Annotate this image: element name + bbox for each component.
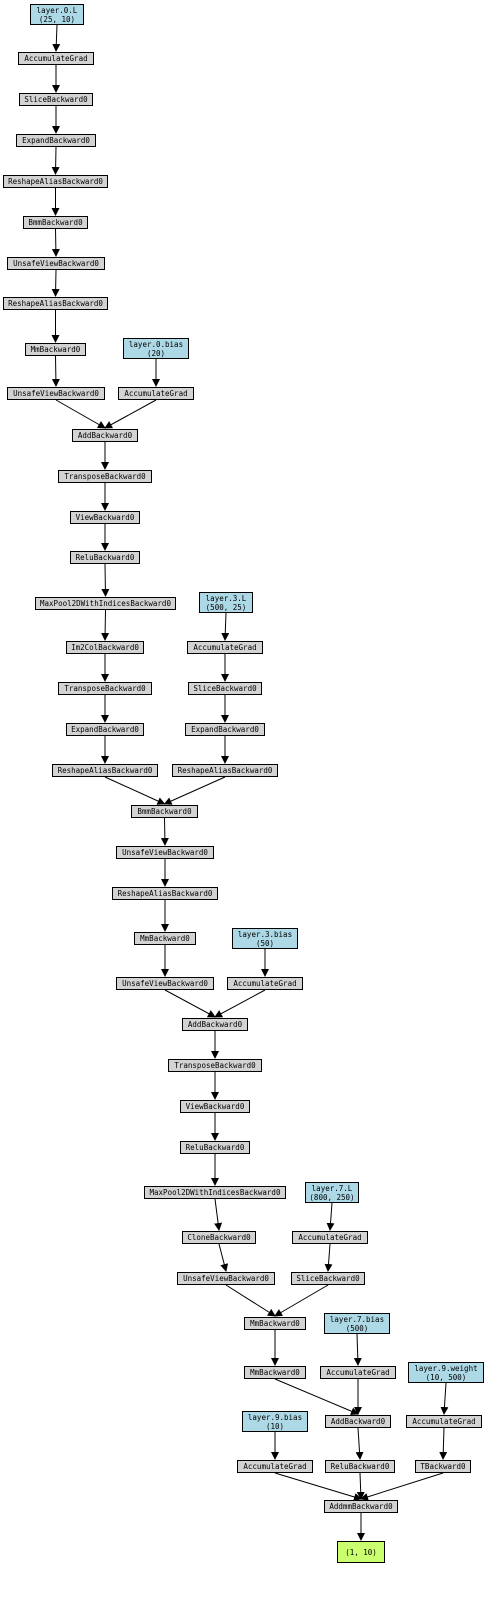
output-node-1-10: (1, 10) <box>337 1541 385 1563</box>
op-node-unsafeviewbackward0: UnsafeViewBackward0 <box>116 977 214 990</box>
edge-n_sl3-to-n_mm3 <box>274 1284 329 1317</box>
op-node-accumulategrad: AccumulateGrad <box>118 387 194 400</box>
edge-n_ag4-to-n_add2 <box>214 989 266 1018</box>
edge-n_ag5-to-n_sl3 <box>324 1243 333 1272</box>
edge-n_mp2-to-n_cl1 <box>214 1198 223 1231</box>
edge-n_bmm1-to-n_uv1 <box>51 228 60 257</box>
edge-n_uv4-to-n_add2 <box>164 989 216 1018</box>
edge-n_l0w-to-n_ag1 <box>52 24 61 52</box>
edge-n_cl1-to-n_uv5 <box>218 1243 229 1272</box>
op-node-transposebackward0: TransposeBackward0 <box>168 1059 262 1072</box>
param-node-layer-3-bias: layer.3.bias (50) <box>232 928 298 949</box>
op-node-addmmbackward0: AddmmBackward0 <box>324 1500 398 1513</box>
edge-n_ag2-to-n_add1 <box>104 399 157 429</box>
op-node-accumulategrad: AccumulateGrad <box>187 641 263 654</box>
op-node-reshapealiasbackward0: ReshapeAliasBackward0 <box>172 764 278 777</box>
op-node-im2colbackward0: Im2ColBackward0 <box>66 641 144 654</box>
edge-n_relu1-to-n_mp1 <box>101 563 110 597</box>
op-node-bmmbackward0: BmmBackward0 <box>131 805 198 818</box>
edge-n_uv1-to-n_ra2 <box>51 269 60 297</box>
op-node-expandbackward0: ExpandBackward0 <box>66 723 144 736</box>
op-node-relubackward0: ReluBackward0 <box>70 551 140 564</box>
edge-n_mm4-to-n_add3 <box>274 1378 359 1415</box>
edge-n_l3w-to-n_ag3 <box>221 612 230 641</box>
op-node-transposebackward0: TransposeBackward0 <box>58 470 152 483</box>
op-node-mmbackward0: MmBackward0 <box>244 1366 306 1379</box>
op-node-bmmbackward0: BmmBackward0 <box>23 216 88 229</box>
edge-n_ex1-to-n_ra1 <box>51 146 60 175</box>
edge-n_ag8-to-n_tb1 <box>439 1427 448 1460</box>
op-node-relubackward0: ReluBackward0 <box>180 1141 250 1154</box>
edge-n_mm1-to-n_uv2 <box>51 355 60 387</box>
edge-n_l7b-to-n_ag6 <box>353 1333 362 1366</box>
op-node-slicebackward0: SliceBackward0 <box>291 1272 365 1285</box>
edge-n_ra3-to-n_bmm2 <box>104 776 166 805</box>
op-node-unsafeviewbackward0: UnsafeViewBackward0 <box>116 846 214 859</box>
op-node-expandbackward0: ExpandBackward0 <box>16 134 96 147</box>
param-node-layer-7-l: layer.7.L (800, 250) <box>305 1182 359 1203</box>
op-node-unsafeviewbackward0: UnsafeViewBackward0 <box>7 387 105 400</box>
op-node-addbackward0: AddBackward0 <box>182 1018 248 1031</box>
edge-n_add3-to-n_relu3 <box>355 1427 364 1460</box>
op-node-expandbackward0: ExpandBackward0 <box>185 723 265 736</box>
edge-n_l7w-to-n_ag5 <box>326 1202 335 1231</box>
param-node-layer-0-bias: layer.0.bias (20) <box>123 338 189 359</box>
op-node-reshapealiasbackward0: ReshapeAliasBackward0 <box>3 297 108 310</box>
op-node-slicebackward0: SliceBackward0 <box>188 682 262 695</box>
edge-n_tb1-to-n_addmm <box>360 1472 444 1501</box>
param-node-layer-3-l: layer.3.L (500, 25) <box>199 592 253 613</box>
op-node-slicebackward0: SliceBackward0 <box>19 93 93 106</box>
op-node-unsafeviewbackward0: UnsafeViewBackward0 <box>7 257 105 270</box>
edge-n_ra4-to-n_bmm2 <box>163 776 226 805</box>
op-node-accumulategrad: AccumulateGrad <box>237 1460 313 1473</box>
op-node-accumulategrad: AccumulateGrad <box>18 52 94 65</box>
op-node-relubackward0: ReluBackward0 <box>325 1460 395 1473</box>
op-node-maxpool2dwithindicesbackward0: MaxPool2DWithIndicesBackward0 <box>35 597 176 610</box>
op-node-reshapealiasbackward0: ReshapeAliasBackward0 <box>112 887 218 900</box>
op-node-unsafeviewbackward0: UnsafeViewBackward0 <box>177 1272 275 1285</box>
op-node-transposebackward0: TransposeBackward0 <box>58 682 152 695</box>
op-node-addbackward0: AddBackward0 <box>72 429 138 442</box>
edge-n_relu3-to-n_addmm <box>356 1472 365 1500</box>
op-node-mmbackward0: MmBackward0 <box>244 1317 306 1330</box>
op-node-viewbackward0: ViewBackward0 <box>70 511 140 524</box>
op-node-accumulategrad: AccumulateGrad <box>227 977 303 990</box>
edge-n_mp1-to-n_im2 <box>101 609 110 641</box>
op-node-accumulategrad: AccumulateGrad <box>292 1231 368 1244</box>
param-node-layer-7-bias: layer.7.bias (500) <box>324 1313 390 1334</box>
edge-n_uv2-to-n_add1 <box>55 399 106 429</box>
op-node-mmbackward0: MmBackward0 <box>25 343 86 356</box>
edge-n_ag7-to-n_addmm <box>274 1472 362 1501</box>
param-node-layer-0-l: layer.0.L (25, 10) <box>30 4 84 25</box>
op-node-mmbackward0: MmBackward0 <box>134 932 196 945</box>
op-node-accumulategrad: AccumulateGrad <box>406 1415 482 1428</box>
param-node-layer-9-weight: layer.9.weight (10, 500) <box>408 1362 484 1383</box>
op-node-tbackward0: TBackward0 <box>415 1460 471 1473</box>
edge-n_bmm2-to-n_uv3 <box>160 817 169 846</box>
op-node-reshapealiasbackward0: ReshapeAliasBackward0 <box>3 175 108 188</box>
param-node-layer-9-bias: layer.9.bias (10) <box>242 1411 308 1432</box>
op-node-clonebackward0: CloneBackward0 <box>182 1231 256 1244</box>
op-node-addbackward0: AddBackward0 <box>325 1415 391 1428</box>
op-node-maxpool2dwithindicesbackward0: MaxPool2DWithIndicesBackward0 <box>144 1186 286 1199</box>
op-node-reshapealiasbackward0: ReshapeAliasBackward0 <box>52 764 158 777</box>
op-node-viewbackward0: ViewBackward0 <box>180 1100 250 1113</box>
op-node-accumulategrad: AccumulateGrad <box>320 1366 396 1379</box>
edge-n_uv5-to-n_mm3 <box>225 1284 276 1317</box>
edge-n_l9w-to-n_ag8 <box>440 1382 449 1415</box>
